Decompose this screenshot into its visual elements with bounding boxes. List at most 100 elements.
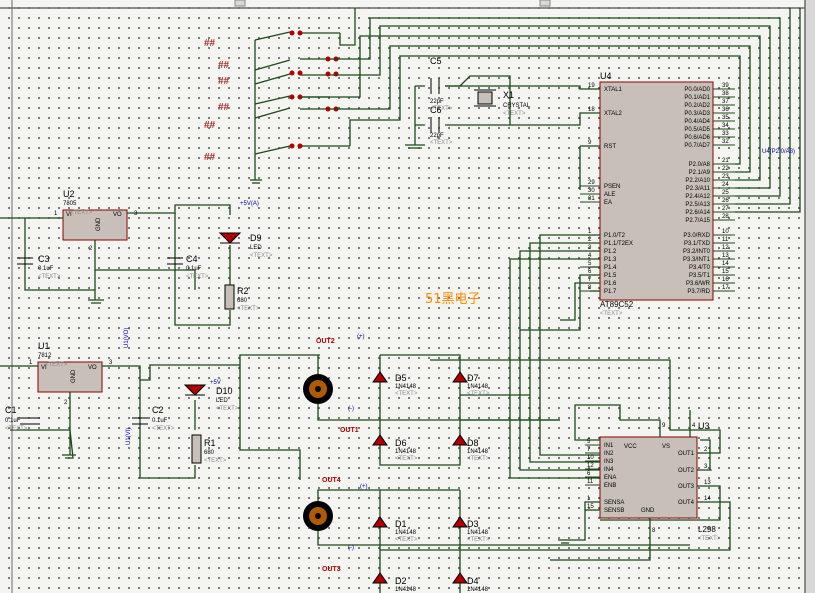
c4-ref: C4 [186, 254, 198, 264]
u3-pin-name: OUT3 [678, 484, 695, 490]
u2-text: <TEXT> [70, 210, 93, 216]
diode-value: 1N4148 [395, 587, 417, 593]
u1-vo: VO [88, 365, 97, 371]
c3-capacitor [17, 257, 33, 265]
u4-pin-number: 18 [588, 107, 595, 113]
u3-pin-name: IN3 [604, 459, 614, 465]
u1-pin-gnd: 2 [64, 400, 68, 406]
u4-pin-name: P1.1/T2EX [604, 241, 633, 247]
c6-value: 22pF [430, 133, 444, 139]
u4-pin-name: P3.5/T1 [689, 273, 711, 279]
u1-regulator-body [37, 361, 103, 393]
watermark-text: 51黑电子 [425, 292, 481, 307]
c2-value: 0.1uF [152, 418, 168, 424]
diode-text: <TEXT> [467, 391, 490, 397]
u4-pin-name: P3.7/RD [687, 289, 710, 295]
u2-ref: U2 [63, 189, 75, 199]
diode-text: <TEXT> [467, 456, 490, 462]
probe-u1vo: U1(VO) [124, 328, 130, 348]
x1-text: <TEXT> [503, 111, 526, 117]
u3-pin-number: 15 [587, 504, 594, 510]
u4-pin-name: P0.5/AD5 [684, 127, 710, 133]
c3-value: 0.1uF [38, 266, 54, 272]
u4-pin-name: P0.1/AD1 [684, 95, 710, 101]
out2-label: OUT2 [316, 338, 335, 345]
u4-pin-number: 21 [722, 158, 729, 164]
r2-resistor [224, 284, 235, 310]
out3-label: OUT3 [322, 566, 341, 573]
u4-chip-body [599, 81, 714, 301]
u4-ref: U4 [600, 71, 612, 81]
diode-text: <TEXT> [467, 537, 490, 543]
u4-pin-number: 16 [722, 277, 729, 283]
u4-pin-name: P1.2 [604, 249, 617, 255]
u3-vs-num: 4 [692, 423, 696, 429]
diode-ref: D3 [467, 519, 479, 529]
svg-text:##: ## [218, 60, 230, 71]
u4-pin-number: 24 [722, 182, 729, 188]
u4-pin-number: 28 [722, 214, 729, 220]
u4-pin-name: P0.0/AD0 [684, 87, 710, 93]
u4-pin-number: 13 [722, 253, 729, 259]
u4-net-label: U4(P2.0/A8) [762, 149, 795, 155]
u3-gnd-num: 8 [652, 528, 656, 534]
u4-pin-name: P3.0/RXD [683, 233, 710, 239]
diode-ref: D4 [467, 576, 479, 586]
u4-pin-name: P2.1/A9 [689, 170, 711, 176]
u4-pin-name: P2.6/A14 [685, 210, 710, 216]
u1-gnd: GND [71, 369, 77, 383]
r2-text: <TEXT> [237, 306, 260, 312]
u4-pin-name: P3.2/INT0 [683, 249, 711, 255]
u2-pin-in: 1 [54, 211, 58, 217]
probe-u1vi: U1(VI) [126, 428, 132, 445]
u4-pin-number: 27 [722, 206, 729, 212]
u4-pin-number: 4 [588, 253, 592, 259]
u3-pin-number: 1 [587, 496, 591, 502]
u1-text: <TEXT> [45, 362, 68, 368]
u4-pin-number: 9 [588, 140, 592, 146]
c1-value: 0.1uF [5, 418, 21, 424]
u3-pin-number: 14 [704, 496, 711, 502]
u4-pin-name: P1.0/T2 [604, 233, 626, 239]
d9-value: LED [250, 245, 262, 251]
svg-text:##: ## [204, 152, 216, 163]
c5-capacitor [430, 78, 440, 94]
r1-value: 680 [204, 450, 215, 456]
c6-ref: C6 [430, 105, 442, 115]
r1-resistor [191, 434, 202, 464]
u4-pin-number: 10 [722, 229, 729, 235]
u4-pin-number: 19 [588, 83, 595, 89]
u2-vi: VI [66, 212, 72, 218]
u4-pin-name: P2.7/A15 [685, 218, 710, 224]
d10-led [183, 384, 207, 396]
diode-value: 1N4148 [395, 530, 417, 536]
u4-pin-number: 26 [722, 198, 729, 204]
u3-pin-number: 5 [587, 439, 591, 445]
u1-pin-in: 1 [29, 360, 33, 366]
u4-pin-name: P3.6/WR [686, 281, 711, 287]
svg-text:##: ## [218, 102, 230, 113]
svg-text:##: ## [204, 38, 216, 49]
c5-ref: C5 [430, 56, 442, 66]
probe-5v: +5V(A) [240, 201, 259, 207]
u3-pin-number: 7 [587, 447, 591, 453]
u4-pin-name: P3.1/TXD [684, 241, 711, 247]
u4-pin-number: 3 [588, 245, 592, 251]
u4-pin-number: 2 [588, 237, 592, 243]
c4-value: 0.1uF [186, 266, 202, 272]
u3-pin-name: OUT2 [678, 468, 695, 474]
u3-pin-name: IN4 [604, 467, 614, 473]
u4-pin-name: P0.7/AD7 [684, 143, 710, 149]
diode-value: 1N4148 [467, 384, 489, 390]
u4-pin-name: P1.5 [604, 273, 617, 279]
u4-pin-number: 22 [722, 166, 729, 172]
c3-text: <TEXT> [38, 274, 61, 280]
u3-wires [380, 359, 731, 561]
c5-value: 22pF [430, 99, 444, 105]
u4-pin-number: 23 [722, 174, 729, 180]
u4-pin-name: P2.0/A8 [689, 162, 711, 168]
c2-ref: C2 [152, 405, 164, 415]
